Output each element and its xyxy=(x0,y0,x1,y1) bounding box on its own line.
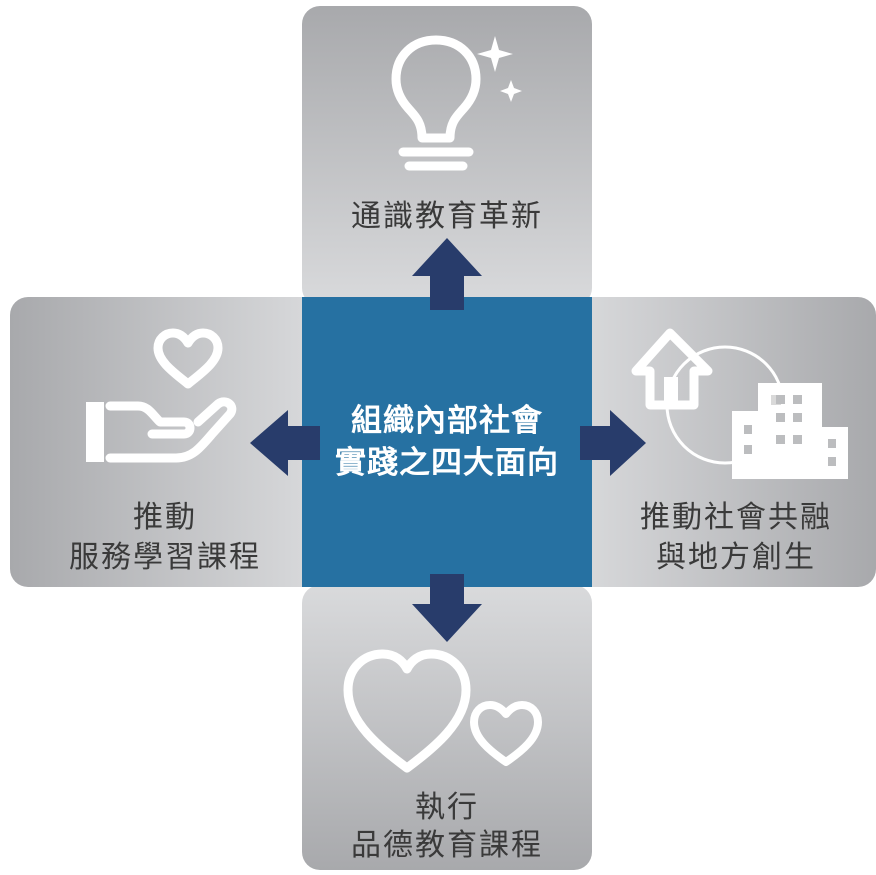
left-label-line2: 服務學習課程 xyxy=(69,540,261,575)
arrow-up-icon xyxy=(412,238,482,310)
arrow-down-icon xyxy=(412,574,482,642)
bottom-label-line1: 執行 xyxy=(415,790,479,825)
arrow-right-icon xyxy=(580,410,646,476)
house-buildings-icon xyxy=(631,328,848,479)
right-label-line2: 與地方創生 xyxy=(656,540,816,575)
left-label-line1: 推動 xyxy=(133,500,197,535)
hand-heart-icon xyxy=(86,328,237,463)
center-box: 組織內部社會 實踐之四大面向 xyxy=(302,297,592,587)
lightbulb-sparkle-icon xyxy=(391,35,522,171)
bottom-label-line2: 品德教育課程 xyxy=(351,828,543,863)
top-label: 通識教育革新 xyxy=(351,199,543,234)
right-label-line1: 推動社會共融 xyxy=(640,500,832,535)
arrow-left-icon xyxy=(250,410,320,476)
hearts-icon xyxy=(343,649,542,773)
center-title-line1: 組織內部社會 xyxy=(351,403,543,439)
center-title-line2: 實踐之四大面向 xyxy=(335,445,559,481)
